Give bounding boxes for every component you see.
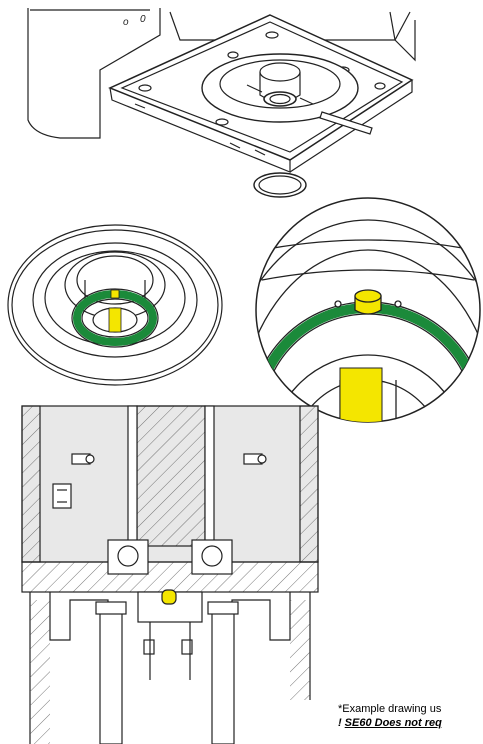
warning-text: SE60 Does not req [344,717,442,729]
right-bolt [211,609,235,744]
snap-ring [253,172,307,198]
left-bolt [99,609,123,744]
center-shaft [136,405,206,547]
isometric-assembly-view: o 0 [27,8,416,198]
cross-section-yellow-key [161,589,177,605]
example-drawing-note: *Example drawing us [338,703,442,715]
svg-text:o: o [123,17,129,28]
warning-note: !SE60 Does not req [338,717,483,729]
zoom-detail [255,197,481,423]
bearing-top-view [7,224,223,386]
svg-text:0: 0 [140,14,146,25]
warning-mark: ! [338,717,342,729]
shaft-rod [319,111,373,135]
yellow-key [108,307,122,333]
cross-section-view [21,405,319,744]
zoom-yellow-key [339,367,383,422]
